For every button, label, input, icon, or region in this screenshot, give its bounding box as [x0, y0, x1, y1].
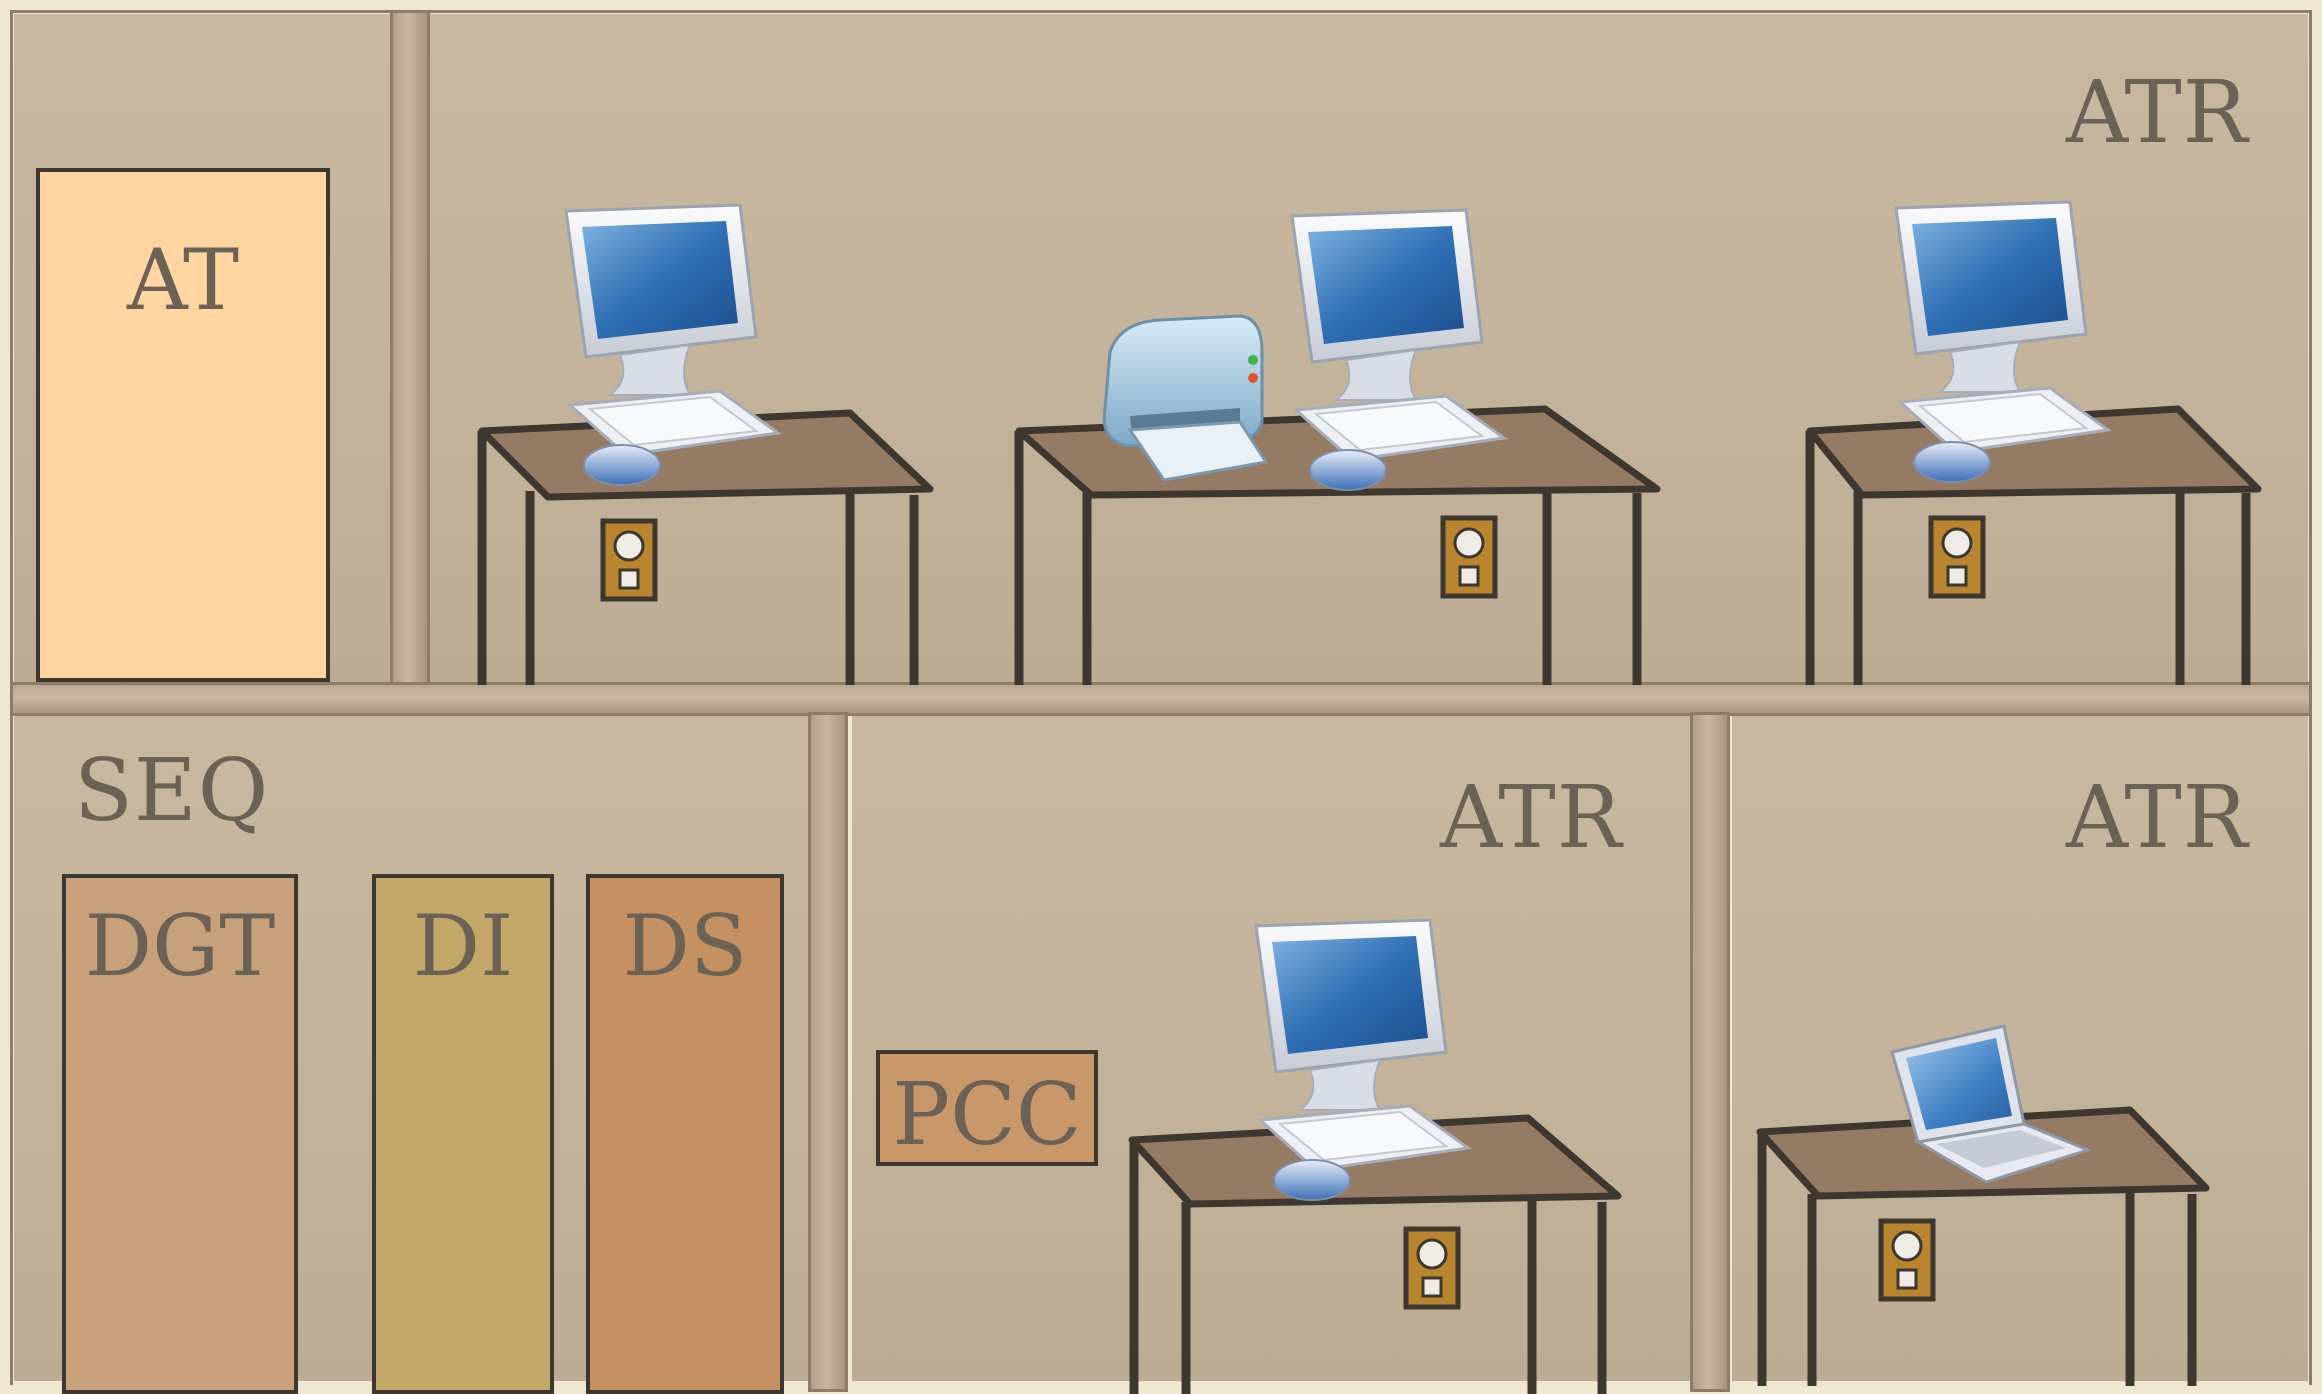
cabinet-dgt-label: DGT [66, 904, 294, 988]
wall-horizontal-middle [10, 682, 2312, 716]
laptop-icon [1888, 1022, 2092, 1190]
cabinet-dgt: DGT [62, 874, 298, 1394]
wall-outlet-icon [1403, 1226, 1461, 1310]
cabinet-at: AT [36, 168, 330, 682]
room-label-atr-bottom-center: ATR [1440, 775, 1623, 861]
wall-outlet-icon [1928, 515, 1986, 599]
pcc-label: PCC [892, 1065, 1081, 1165]
wall-outlet-icon [1440, 515, 1498, 599]
cabinet-di-label: DI [376, 904, 550, 988]
wall-vertical-top [390, 10, 430, 686]
cabinet-ds: DS [586, 874, 784, 1394]
printer-icon [1090, 312, 1270, 487]
room-label-atr-bottom-right: ATR [2066, 775, 2249, 861]
wall-vertical-bottom-right [1690, 712, 1730, 1392]
wall-vertical-bottom-left [808, 712, 848, 1392]
cabinet-at-label: AT [40, 238, 326, 322]
pcc-box: PCC [876, 1050, 1098, 1166]
desktop-computer-icon [1286, 210, 1516, 490]
room-label-seq: SEQ [74, 748, 269, 834]
room-label-atr-top: ATR [2066, 70, 2249, 156]
cabinet-ds-label: DS [590, 904, 780, 988]
wall-outlet-icon [600, 518, 658, 602]
desktop-computer-icon [1250, 920, 1480, 1200]
wall-outlet-icon [1878, 1218, 1936, 1302]
cabinet-di: DI [372, 874, 554, 1394]
desktop-computer-icon [1890, 202, 2120, 482]
desktop-computer-icon [560, 205, 790, 485]
